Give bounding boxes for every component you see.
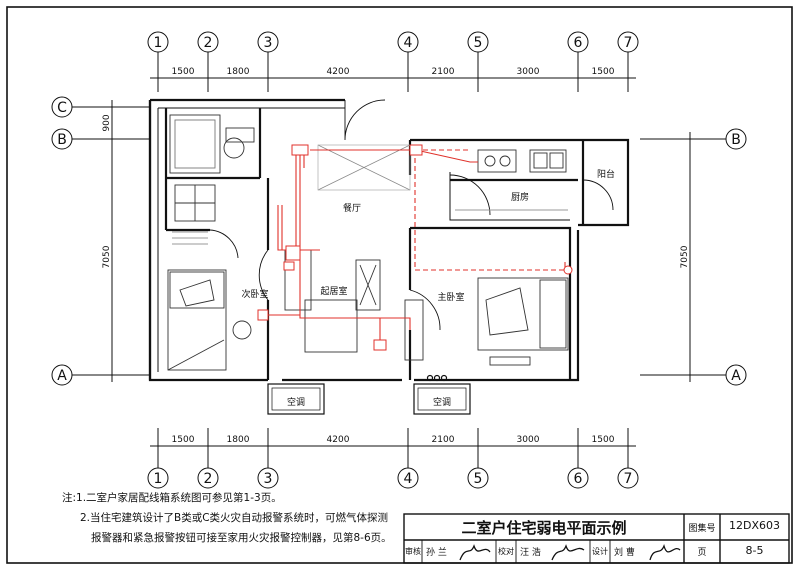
dim-right-7050: 7050 xyxy=(680,245,690,268)
checker-name: 汪 浩 xyxy=(520,548,541,558)
check-label: 校对 xyxy=(498,547,514,556)
axis-label-top-6: 6 xyxy=(574,35,583,51)
signature-marks xyxy=(459,543,681,561)
furniture xyxy=(167,114,569,371)
note-line-1: 注:1.二室户家居配线箱系统图可参见第1-3页。 xyxy=(62,492,282,504)
room-label-master: 主卧室 xyxy=(437,291,464,303)
axis-label-top-7: 7 xyxy=(624,35,633,51)
axis-label-b-right: B xyxy=(731,132,741,148)
ac-label-2: 空调 xyxy=(433,396,451,408)
dim-top-2: 1800 xyxy=(227,67,250,77)
axis-label-bottom-2: 2 xyxy=(204,471,213,487)
dim-bottom-3: 4200 xyxy=(327,435,350,445)
dim-bottom-5: 3000 xyxy=(517,435,540,445)
title-block xyxy=(403,513,790,564)
page-label: 页 xyxy=(697,548,707,558)
axis-label-bottom-4: 4 xyxy=(404,471,413,487)
designer-name: 刘 曹 xyxy=(614,548,635,558)
dim-bottom-1: 1500 xyxy=(172,435,195,445)
axis-label-top-2: 2 xyxy=(204,35,213,51)
room-label-balcony: 阳台 xyxy=(597,168,615,180)
dim-top-6: 1500 xyxy=(592,67,615,77)
dim-bottom-4: 2100 xyxy=(432,435,455,445)
ac-units xyxy=(267,374,471,415)
room-label-second: 次卧室 xyxy=(241,288,268,300)
building-walls xyxy=(148,98,630,382)
dim-top-5: 3000 xyxy=(517,67,540,77)
axis-label-bottom-6: 6 xyxy=(574,471,583,487)
review-label: 审核 xyxy=(405,547,421,556)
axis-label-bottom-7: 7 xyxy=(624,471,633,487)
dim-bottom-6: 1500 xyxy=(592,435,615,445)
left-axis-grid: C B A 900 7050 xyxy=(51,96,150,386)
door-swings xyxy=(209,99,614,331)
dim-top-3: 4200 xyxy=(327,67,350,77)
dim-top-4: 2100 xyxy=(432,67,455,77)
bottom-axis-grid: 1 2 3 4 5 6 7 1500 1800 4200 2100 3000 1… xyxy=(147,428,639,489)
design-label: 设计 xyxy=(592,547,608,556)
atlas-label: 图集号 xyxy=(688,524,716,534)
axis-label-a-right: A xyxy=(731,368,741,384)
wiring-devices xyxy=(257,144,573,351)
axis-label-bottom-1: 1 xyxy=(154,471,163,487)
axis-label-a-left: A xyxy=(57,368,67,384)
dim-top-1: 1500 xyxy=(172,67,195,77)
drawing-title: 二室户住宅弱电平面示例 xyxy=(461,519,627,537)
note-line-3: 报警器和紧急报警按钮可接至家用火灾报警控制器，见第8-6页。 xyxy=(91,532,392,544)
dim-bottom-2: 1800 xyxy=(227,435,250,445)
dining-void-cross xyxy=(317,144,411,191)
page-number: 8-5 xyxy=(745,544,764,557)
top-axis-grid: 1 2 3 4 5 6 7 1500 1800 4200 2100 3000 1… xyxy=(147,31,639,92)
axis-label-top-4: 4 xyxy=(404,35,413,51)
room-label-living: 起居室 xyxy=(320,285,347,297)
axis-label-top-3: 3 xyxy=(264,35,273,51)
sheet-border xyxy=(6,6,793,564)
axis-label-bottom-3: 3 xyxy=(264,471,273,487)
axis-label-bottom-5: 5 xyxy=(474,471,483,487)
right-axis-grid: B A 7050 xyxy=(640,128,747,386)
ac-label-1: 空调 xyxy=(287,396,305,408)
note-line-2: 2.当住宅建筑设计了B类或C类火灾自动报警系统时，可燃气体探测 xyxy=(80,512,389,524)
room-label-dining: 餐厅 xyxy=(343,202,361,214)
axis-label-top-1: 1 xyxy=(154,35,163,51)
dim-left-7050: 7050 xyxy=(102,245,112,268)
axis-label-b-left: B xyxy=(57,132,67,148)
room-label-kitchen: 厨房 xyxy=(511,191,529,203)
reviewer-name: 孙 兰 xyxy=(426,548,447,558)
axis-label-c: C xyxy=(57,100,67,116)
dim-left-900: 900 xyxy=(102,114,112,131)
weak-current-wiring xyxy=(268,149,570,345)
atlas-number: 12DX603 xyxy=(729,519,780,532)
axis-label-top-5: 5 xyxy=(474,35,483,51)
